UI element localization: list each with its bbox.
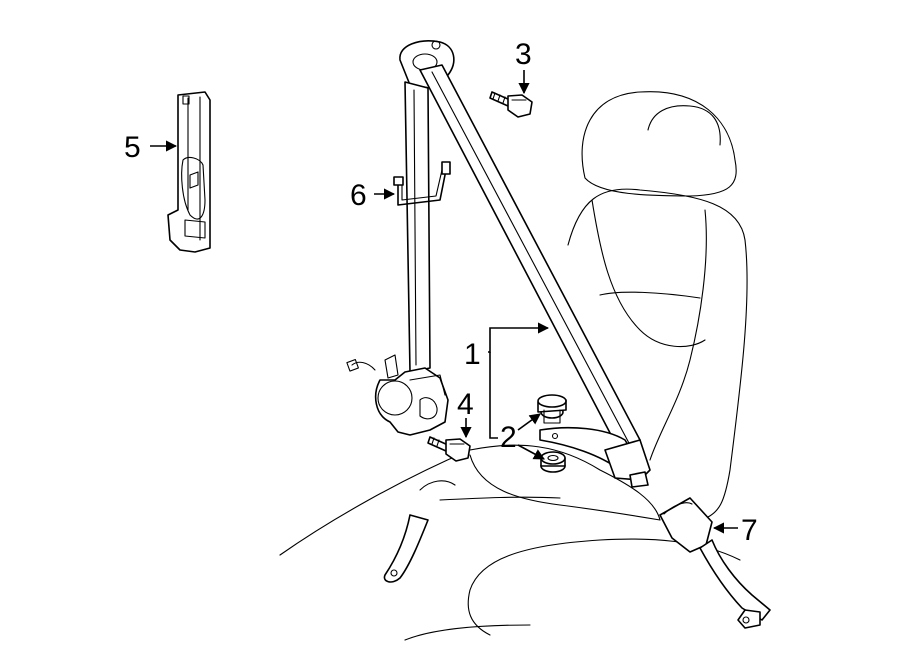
part-4-bolt	[427, 436, 471, 462]
part-5-height-adjuster	[167, 91, 211, 253]
part-7-buckle	[659, 497, 771, 629]
seat-cushion-outline	[279, 444, 741, 641]
callout-2: 2	[500, 421, 517, 454]
part-3-bolt	[489, 91, 533, 118]
part-6-guide-bracket	[393, 161, 451, 206]
buckle-strap-lower	[383, 514, 429, 583]
callout-leaders	[150, 70, 738, 534]
seat-back-outline	[567, 91, 748, 521]
callout-6: 6	[350, 179, 367, 212]
callout-4: 4	[457, 388, 474, 421]
callout-1: 1	[464, 338, 481, 371]
part-1-belt-retractor-assembly	[346, 40, 651, 488]
callout-5: 5	[124, 131, 141, 164]
callout-3: 3	[515, 38, 532, 71]
callout-7: 7	[741, 514, 758, 547]
part-2-spacer-upper	[537, 394, 567, 424]
part-2-spacer-lower	[540, 451, 566, 473]
